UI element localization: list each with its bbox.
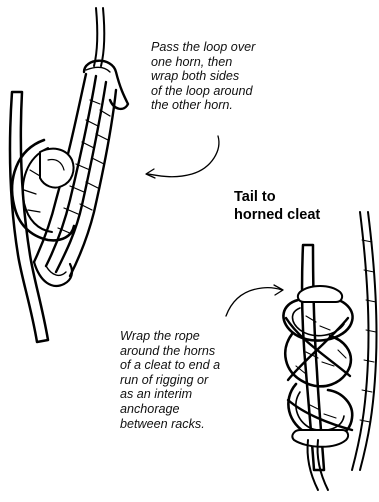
bottom-cleat-horn-bottom [292,430,348,447]
top-caption: Pass the loop over one horn, then wrap b… [151,40,351,113]
top-rope-standing-a [94,8,97,66]
top-pointer-arrow [148,136,219,177]
top-rope-standing-b [101,8,104,66]
bottom-rope-tail-a [352,212,369,470]
bottom-caption: Wrap the rope around the horns of a clea… [120,329,270,431]
top-cleat-horn [40,149,74,188]
figure-heading: Tail to horned cleat [234,188,320,224]
bottom-cleat-horn-top [298,286,342,302]
bottom-pointer-arrow [226,288,282,316]
bottom-wrap-upper [283,298,352,341]
